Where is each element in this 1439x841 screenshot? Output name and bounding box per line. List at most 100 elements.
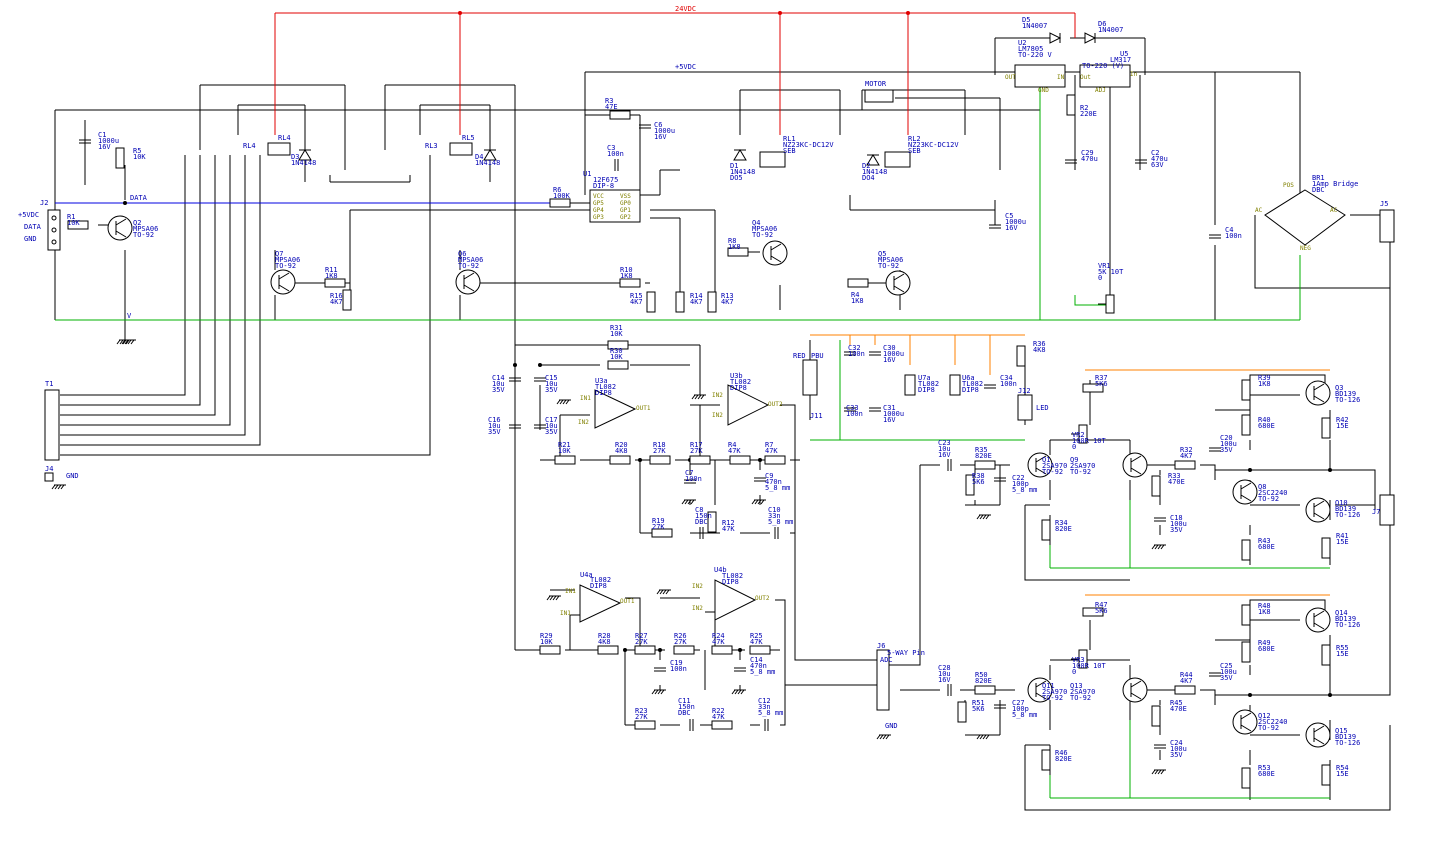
r34-label: 820E (1055, 525, 1072, 533)
j5-ref: J5 (1380, 200, 1388, 208)
d5-ref: D5 (1022, 16, 1030, 24)
q14-label: BD139 (1335, 615, 1356, 623)
c1-label: 1000u (98, 137, 119, 145)
r40-label: R40 (1258, 416, 1271, 424)
c20-label: 100u (1220, 440, 1237, 448)
u4b-pin: OUT2 (755, 595, 770, 602)
r28-label: R28 (598, 632, 611, 640)
r41-label: 15E (1336, 538, 1349, 546)
j6-line1: 5-WAY Pin (887, 649, 925, 657)
r43-label: R43 (1258, 537, 1271, 545)
c5-label: 16V (1005, 224, 1018, 232)
c11-label: C11 (678, 697, 691, 705)
vr2-label: 100R 10T (1072, 437, 1107, 445)
r33-label: R33 (1168, 472, 1181, 480)
c15-label: 35V (545, 386, 558, 394)
c17-label: C17 (545, 416, 558, 424)
u2-pin: OUT (1005, 74, 1016, 81)
q11-label: 2SA970 (1042, 688, 1067, 696)
j2-pin3: GND (24, 235, 37, 243)
u4a-pin: IN1 (560, 610, 571, 617)
q10-label: BD139 (1335, 505, 1356, 513)
r42-label: R42 (1336, 416, 1349, 424)
c28-label: 10u (938, 670, 951, 678)
c10-label: 5_8 mm (768, 518, 793, 526)
u7-package: DIP8 (918, 386, 935, 394)
r18-label: R18 (653, 441, 666, 449)
r36-label: R36 (1033, 340, 1046, 348)
r26-label: 27K (674, 638, 687, 646)
c31-label: 16V (883, 416, 896, 424)
u1-pin: GP1 (620, 207, 631, 214)
u3a-ref: U3a (595, 377, 608, 385)
r45-label: 470E (1170, 705, 1187, 713)
c19-label: C19 (670, 659, 683, 667)
vr3-label: 100R 10T (1072, 662, 1107, 670)
diode-d6: D6 1N4007 (1084, 20, 1123, 44)
r31-label: 10K (610, 330, 623, 338)
r1-label: R1 (67, 213, 75, 221)
c24-label: 100u (1170, 745, 1187, 753)
vr3-label: VR3 (1072, 656, 1085, 664)
q8-label: TO-92 (1258, 495, 1279, 503)
q3-label: Q3 (1335, 384, 1343, 392)
regulator-u2: U2 LM7805 TO-220 V OUT IN GND (1005, 39, 1066, 94)
c23-label: 10u (938, 445, 951, 453)
r3-label: R3 (605, 97, 613, 105)
c10-label: C10 (768, 506, 781, 514)
r47-label: R47 (1095, 601, 1108, 609)
q12-label: 2SC2240 (1258, 718, 1288, 726)
r29-label: R29 (540, 632, 553, 640)
transformer-t1: T1 (44, 380, 60, 461)
c15-label: C15 (545, 374, 558, 382)
regulator-u5: U5 LM317 TO-220 (V) Out In ADJ (1079, 50, 1138, 94)
u4a-part: TL082 (590, 576, 611, 584)
r7-label: 47K (765, 447, 778, 455)
rl4-mid-ref: RL4 (243, 142, 256, 150)
u4a-package: DIP8 (590, 582, 607, 590)
transistors: Q2MPSA06TO-92Q7MPSA06TO-92Q6MPSA06TO-92Q… (107, 215, 1360, 748)
r5-label: R5 (133, 147, 141, 155)
q5-label: Q5 (878, 250, 886, 258)
r22-label: R22 (712, 707, 725, 715)
u4b-pin: IN2 (692, 583, 703, 590)
ground-icon (691, 394, 706, 400)
c10-label: 33n (768, 512, 781, 520)
c14-label: C14 (492, 374, 505, 382)
relay-rl1: RL1 NZ23KC-DC12V SEB (759, 135, 834, 168)
q1-label: 2SA970 (1042, 462, 1067, 470)
ground-icon (976, 734, 991, 740)
r4b-label: 47K (728, 447, 741, 455)
connector-j6: J6 5-WAY Pin ADC GND (876, 642, 925, 730)
c1-label: C1 (98, 131, 106, 139)
rl2-ref: RL2 (908, 135, 921, 143)
q8-label: Q8 (1258, 483, 1266, 491)
c32-label: 100n (848, 350, 865, 358)
c14-label: 10u (492, 380, 505, 388)
